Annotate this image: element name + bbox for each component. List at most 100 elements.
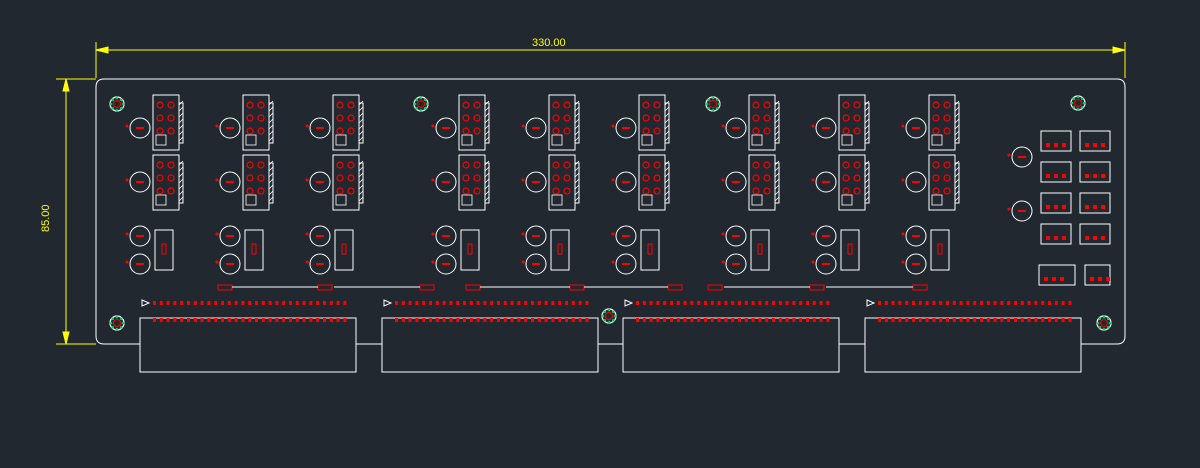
width-dimension-label: 330.00 xyxy=(532,37,566,49)
pin-header-2x3 xyxy=(838,94,870,151)
bus-pad xyxy=(569,284,585,291)
pin-header-2x3 xyxy=(638,154,670,211)
capacitor xyxy=(125,117,151,139)
pin-header-2x3 xyxy=(548,94,580,151)
capacitor xyxy=(811,253,837,275)
fuse-holder xyxy=(460,229,480,271)
bus-pad xyxy=(465,284,481,291)
fuse-holder xyxy=(840,229,860,271)
capacitor xyxy=(521,225,547,247)
pin-header-2x3 xyxy=(332,94,364,151)
bus-pad xyxy=(317,284,333,291)
mounting-hole xyxy=(1096,315,1112,331)
capacitor xyxy=(305,225,331,247)
side-connector xyxy=(1040,130,1072,152)
pin-header-2x3 xyxy=(458,94,490,151)
capacitor xyxy=(1007,200,1033,222)
capacitor xyxy=(811,117,837,139)
bus-pad xyxy=(217,284,233,291)
capacitor xyxy=(521,253,547,275)
pin-header-2x3 xyxy=(152,94,184,151)
mounting-hole xyxy=(705,96,721,112)
capacitor xyxy=(305,171,331,193)
capacitor xyxy=(611,225,637,247)
capacitor xyxy=(215,253,241,275)
mounting-hole xyxy=(1070,95,1086,111)
bus-pad xyxy=(912,284,928,291)
capacitor xyxy=(811,225,837,247)
side-connector xyxy=(1079,130,1111,152)
fuse-holder xyxy=(930,229,950,271)
capacitor xyxy=(431,117,457,139)
width-dimension xyxy=(95,42,1126,78)
bus-pad xyxy=(419,284,435,291)
capacitor xyxy=(721,117,747,139)
bus-pad xyxy=(667,284,683,291)
small-connector xyxy=(1038,264,1076,286)
pin-header-2x3 xyxy=(748,94,780,151)
capacitor xyxy=(721,171,747,193)
bus-pad xyxy=(707,284,723,291)
pin-header-2x3 xyxy=(332,154,364,211)
edge-connector xyxy=(622,299,840,373)
capacitor xyxy=(521,117,547,139)
capacitor xyxy=(721,225,747,247)
small-connector xyxy=(1084,264,1111,286)
capacitor xyxy=(811,171,837,193)
mounting-hole xyxy=(109,315,125,331)
side-connector xyxy=(1040,223,1072,245)
capacitor xyxy=(215,171,241,193)
capacitor xyxy=(125,225,151,247)
capacitor xyxy=(901,171,927,193)
capacitor xyxy=(431,171,457,193)
fuse-holder xyxy=(334,229,354,271)
pin-header-2x3 xyxy=(152,154,184,211)
capacitor xyxy=(215,225,241,247)
capacitor xyxy=(215,117,241,139)
board-outline xyxy=(95,78,1126,373)
bus-pad xyxy=(809,284,825,291)
side-connector xyxy=(1079,223,1111,245)
capacitor xyxy=(431,253,457,275)
fuse-holder xyxy=(750,229,770,271)
capacitor xyxy=(1007,146,1033,168)
capacitor xyxy=(611,253,637,275)
side-connector xyxy=(1079,192,1111,214)
pin-header-2x3 xyxy=(838,154,870,211)
capacitor xyxy=(611,117,637,139)
pin-header-2x3 xyxy=(928,94,960,151)
edge-connector xyxy=(139,299,357,373)
pin-header-2x3 xyxy=(548,154,580,211)
mounting-hole xyxy=(109,96,125,112)
pin-header-2x3 xyxy=(638,94,670,151)
capacitor xyxy=(431,225,457,247)
side-connector xyxy=(1079,161,1111,183)
fuse-holder xyxy=(244,229,264,271)
capacitor xyxy=(521,171,547,193)
side-connector xyxy=(1040,161,1072,183)
capacitor xyxy=(901,225,927,247)
capacitor xyxy=(305,117,331,139)
capacitor xyxy=(125,253,151,275)
mounting-hole xyxy=(601,308,617,324)
capacitor xyxy=(901,117,927,139)
fuse-holder xyxy=(154,229,174,271)
pin-header-2x3 xyxy=(458,154,490,211)
pin-header-2x3 xyxy=(242,154,274,211)
height-dimension xyxy=(56,78,96,345)
edge-connector xyxy=(381,299,599,373)
side-connector xyxy=(1040,192,1072,214)
capacitor xyxy=(721,253,747,275)
mounting-hole xyxy=(413,96,429,112)
capacitor xyxy=(305,253,331,275)
pin-header-2x3 xyxy=(928,154,960,211)
fuse-holder xyxy=(550,229,570,271)
fuse-holder xyxy=(640,229,660,271)
edge-connector xyxy=(864,299,1082,373)
pin-header-2x3 xyxy=(242,94,274,151)
pin-header-2x3 xyxy=(748,154,780,211)
capacitor xyxy=(125,171,151,193)
capacitor xyxy=(611,171,637,193)
capacitor xyxy=(901,253,927,275)
